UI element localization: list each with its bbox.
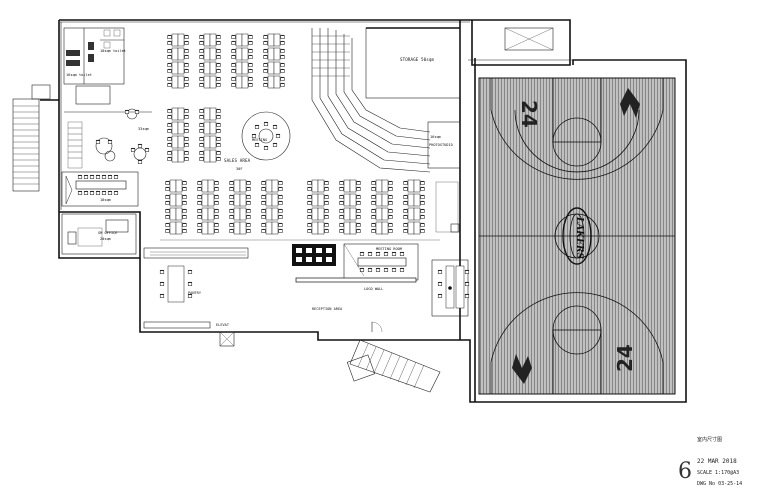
desk-cluster-bottom — [166, 180, 425, 234]
desk-cluster-top — [168, 34, 285, 88]
sheet-number: 6 — [678, 459, 692, 484]
left-stair — [12, 84, 51, 192]
court-number-top: 24 — [517, 100, 541, 128]
gm-office-area: 20sqm — [100, 237, 111, 241]
mamba-mark-bottom — [512, 354, 532, 384]
toilet-left-label: 16sqm toilet — [66, 73, 92, 77]
logo-wall-label: LOGO WALL — [364, 287, 383, 291]
boardroom-area-label: 18sqm — [100, 198, 111, 202]
photo-studio: 16sqm PHOTOSTUDIO — [427, 121, 461, 169]
photo-studio-area: 16sqm — [430, 135, 441, 139]
lounge-area-label: 33sqm — [138, 127, 149, 131]
boardroom: 18sqm — [61, 171, 139, 207]
toilet-block: 16sqm toilet 18sqm toilet — [63, 27, 126, 105]
storage-room: STORAGE 50sqm — [365, 27, 461, 99]
stepped-seating — [311, 28, 431, 173]
drawing-scale: SCALE 1:170@A3 — [697, 470, 739, 476]
lounge-room: 33sqm — [64, 108, 152, 169]
court-team-logo: LAKERS — [574, 216, 584, 259]
bottom-stair — [346, 339, 441, 393]
pantry: PANTRY — [143, 247, 249, 329]
top-right-entry — [504, 27, 554, 51]
reception: RECEPTION AREA — [312, 307, 383, 333]
mamba-mark-top — [620, 88, 640, 118]
sales-area-sublabel: 30F — [236, 167, 243, 171]
meeting-room-label: MEETING ROOM — [376, 247, 403, 251]
elevator: ELEVAT — [216, 323, 235, 347]
storage-label: STORAGE 50sqm — [400, 57, 434, 62]
desk-cluster-middle — [168, 108, 221, 162]
logo-wall: LOGO WALL — [295, 277, 417, 291]
sales-area: SALES AREA 30F — [160, 34, 440, 241]
drawing-title: 室内尺寸图 — [697, 436, 722, 443]
round-meeting-label: MEETING — [252, 138, 267, 142]
drawing-number: DWG No 03-25-14 — [697, 481, 742, 487]
court-number-bottom: 24 — [613, 344, 637, 372]
photo-studio-label: PHOTOSTUDIO — [429, 143, 453, 147]
corner-desks — [431, 181, 470, 317]
meeting-room: MEETING ROOM — [292, 243, 419, 281]
pantry-label: PANTRY — [188, 291, 202, 295]
reception-label: RECEPTION AREA — [312, 307, 343, 311]
gm-office: GM OFFICE 20sqm — [61, 213, 137, 255]
gm-office-label: GM OFFICE — [98, 231, 117, 235]
elevator-label: ELEVAT — [216, 323, 230, 327]
toilet-right-label: 18sqm toilet — [100, 49, 126, 53]
round-meeting: MEETING — [241, 111, 291, 161]
drawing-date: 22 MAR 2018 — [697, 458, 737, 465]
sales-area-label: SALES AREA — [224, 158, 251, 163]
basketball-court: LAKERS 24 24 — [478, 77, 676, 395]
title-block: 室内尺寸图 6 22 MAR 2018 SCALE 1:170@A3 DWG N… — [678, 436, 742, 487]
